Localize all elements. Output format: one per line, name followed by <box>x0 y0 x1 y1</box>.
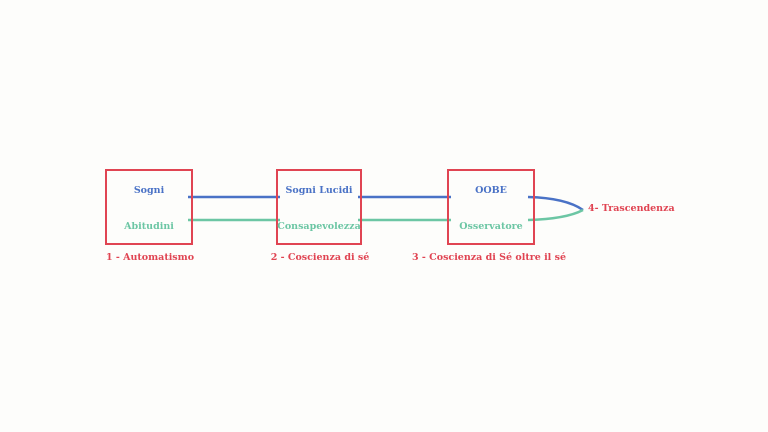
dream-line-to-final <box>527 195 584 212</box>
awareness-line-to-final <box>527 208 584 222</box>
final-stage-label: 4- Trascendenza <box>588 203 675 214</box>
stage-3-caption: 3 - Coscienza di Sé oltre il sé <box>412 252 566 263</box>
stage-1-bottom-label: Abitudini <box>124 221 174 232</box>
stage-3-bottom-label: Osservatore <box>459 221 523 232</box>
stage-box-2 <box>276 169 362 245</box>
stage-1-top-label: Sogni <box>133 185 165 196</box>
stage-2-top-label: Sogni Lucidi <box>285 185 353 196</box>
stage-1-caption: 1 - Automatismo <box>105 252 195 263</box>
stage-2-bottom-label: Consapevolezza <box>277 221 361 232</box>
stage-2-caption: 2 - Coscienza di sé <box>270 252 370 263</box>
stage-box-1 <box>105 169 193 245</box>
stage-3-top-label: OOBE <box>475 185 507 196</box>
stage-box-3 <box>447 169 535 245</box>
